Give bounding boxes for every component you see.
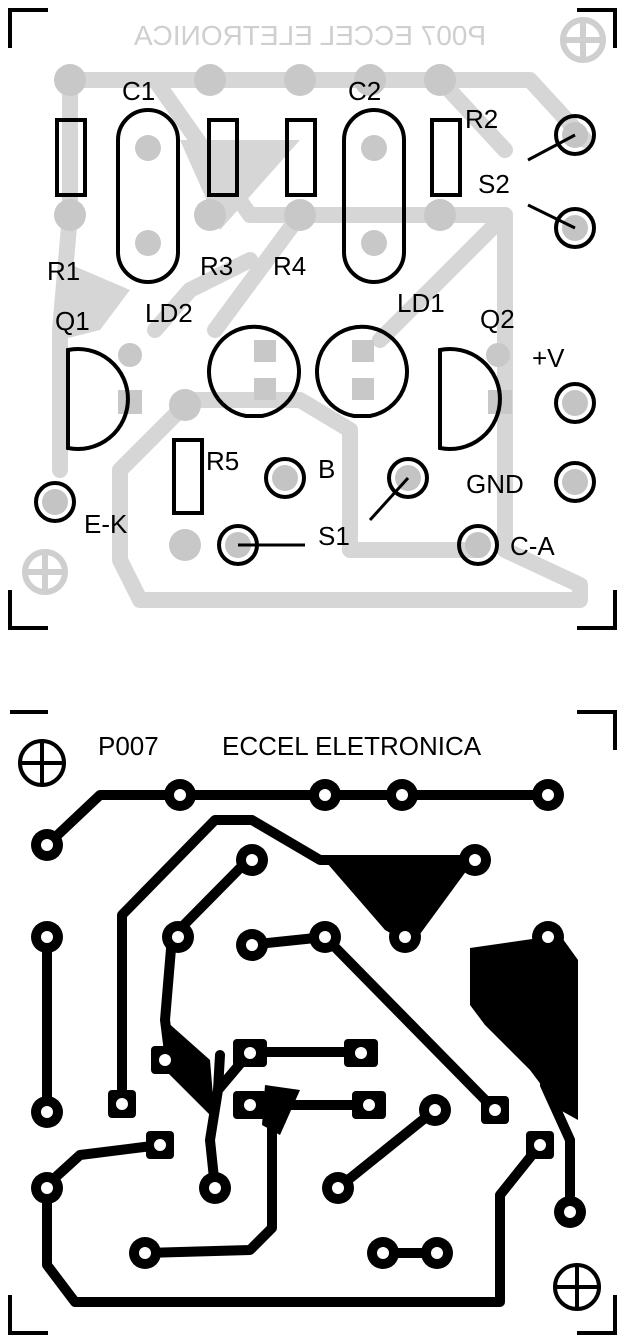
top-corner-marks: [8, 8, 617, 630]
label-q1: Q1: [55, 306, 90, 336]
pad-19: [554, 1196, 586, 1228]
copper-fill-upper: [320, 855, 478, 945]
ghost-pads: [54, 64, 512, 561]
transistor-q1-body: [66, 347, 130, 451]
mounting-holes: [18, 739, 601, 1311]
pad-13: [532, 921, 564, 953]
pad-b: [264, 457, 306, 499]
pad-15: [419, 1094, 451, 1126]
led-ld2-body: [207, 324, 301, 418]
label-ld2: LD2: [145, 298, 193, 328]
label-b: B: [318, 454, 335, 484]
square-pad-7: [526, 1131, 554, 1159]
bottom-code: P007: [98, 731, 159, 761]
transistor-q2-body: [438, 347, 502, 451]
label-s2: S2: [478, 169, 510, 199]
led-outlines: [207, 324, 409, 418]
pad-21: [367, 1237, 399, 1269]
pad-12: [389, 921, 421, 953]
pad-17: [199, 1172, 231, 1204]
pad-14: [31, 1096, 63, 1128]
square-pad-5: [352, 1091, 386, 1119]
copper-pads-square: [108, 1039, 554, 1159]
label-ca: C-A: [510, 531, 555, 561]
pad-11: [309, 921, 341, 953]
square-pad-3: [344, 1039, 378, 1067]
label-ek: E-K: [84, 509, 128, 539]
bottom-panel: P007 ECCEL ELETRONICA: [8, 710, 617, 1335]
label-vplus: +V: [532, 343, 565, 373]
pad-22: [421, 1237, 453, 1269]
pad-ca: [457, 524, 499, 566]
mirrored-header-text: P007 ECCEL ELETRONICA: [134, 20, 487, 51]
resistor-r2-body: [430, 118, 462, 197]
label-r5: R5: [206, 446, 239, 476]
capacitor-c2-body: [342, 108, 406, 284]
copper-fill-left: [165, 1020, 215, 1120]
resistor-r3-body: [207, 118, 239, 197]
label-r4: R4: [273, 251, 306, 281]
pad-7: [459, 844, 491, 876]
copper-traces: [42, 790, 575, 1307]
pad-gnd: [554, 461, 596, 503]
transistor-outlines: [66, 347, 502, 451]
pad-3: [309, 779, 341, 811]
pad-9: [162, 921, 194, 953]
top-labels: C1 C2 R2 S2 R1 R3 R4 Q1 LD2 LD1 Q2 +V R5…: [47, 76, 565, 561]
copper-fill-right: [470, 935, 578, 1120]
label-c1: C1: [122, 76, 155, 106]
copper-pads-round: [31, 779, 586, 1269]
resistor-r4-body: [285, 118, 317, 197]
label-c2: C2: [348, 76, 381, 106]
label-ld1: LD1: [397, 288, 445, 318]
pad-vplus: [554, 382, 596, 424]
bottom-company: ECCEL ELETRONICA: [222, 731, 482, 761]
resistor-r1-body: [55, 118, 87, 197]
square-pad-1: [108, 1090, 136, 1118]
led-ld1-body: [315, 324, 409, 418]
pad-1: [31, 829, 63, 861]
switch-wires: [238, 133, 576, 547]
pad-20: [129, 1237, 161, 1269]
pad-ek: [34, 481, 76, 523]
capacitor-outlines: [116, 108, 406, 284]
square-pad-4: [233, 1091, 267, 1119]
resistor-r5-body: [172, 438, 204, 515]
pad-4: [386, 779, 418, 811]
label-gnd: GND: [466, 469, 524, 499]
copper-fill-center: [262, 1085, 300, 1135]
square-pad-8: [481, 1096, 509, 1124]
top-panel: P007 ECCEL ELETRONICA: [8, 8, 617, 630]
pad-8: [31, 921, 63, 953]
ghost-mounting-holes: [22, 17, 606, 595]
label-r3: R3: [200, 251, 233, 281]
label-q2: Q2: [480, 304, 515, 334]
square-pad-9: [151, 1046, 179, 1074]
resistor-outlines: [55, 118, 462, 515]
label-r1: R1: [47, 256, 80, 286]
pad-2: [164, 779, 196, 811]
pad-18: [322, 1172, 354, 1204]
capacitor-c1-body: [116, 108, 180, 284]
pad-5: [532, 779, 564, 811]
pad-6: [236, 844, 268, 876]
square-pad-2: [233, 1039, 267, 1067]
pad-10: [236, 929, 268, 961]
square-pad-6: [146, 1131, 174, 1159]
ghost-traces: [52, 72, 593, 608]
bottom-corner-marks: [8, 710, 617, 1335]
terminal-pads: [34, 114, 596, 566]
pad-16: [31, 1172, 63, 1204]
label-r2: R2: [465, 104, 498, 134]
label-s1: S1: [318, 521, 350, 551]
copper-fills: [165, 855, 578, 1135]
